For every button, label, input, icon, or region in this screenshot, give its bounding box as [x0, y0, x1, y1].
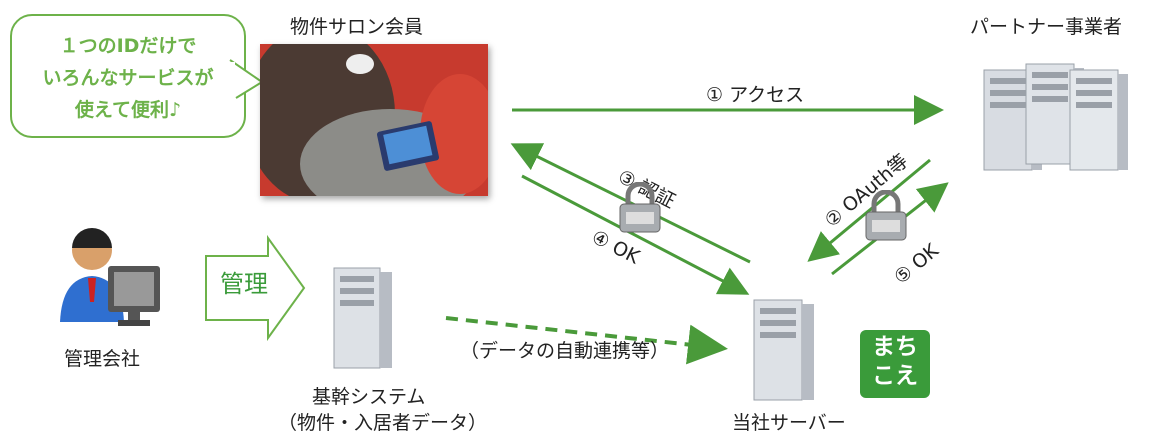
data-link-label: （データの自動連携等）: [460, 340, 670, 362]
speech-bubble: [10, 14, 246, 138]
oauth-arrow: [807, 158, 931, 262]
kanri-arrow-label: 管理: [220, 270, 268, 298]
badge-line-2: こえ: [872, 363, 918, 389]
lock-icon: [865, 190, 907, 241]
management-label: 管理会社: [64, 348, 141, 370]
partner-servers-icon: [983, 63, 1128, 171]
our-server-label: 当社サーバー: [732, 412, 846, 434]
bubble-line-1: １つのIDだけで: [59, 35, 197, 57]
partner-label: パートナー事業者: [970, 16, 1123, 38]
core-system-server-icon: [333, 267, 392, 369]
speech-bubble-text: １つのIDだけで いろんなサービスが 使えて便利♪: [12, 30, 244, 126]
ok4-arrow: [521, 174, 750, 295]
member-label: 物件サロン会員: [290, 16, 424, 38]
core-system-label: 基幹システム: [312, 386, 426, 408]
our-server-icon: [753, 299, 814, 401]
member-photo: [260, 44, 488, 196]
admin-user-icon: [60, 228, 160, 326]
data-link-arrow: [445, 316, 728, 365]
bubble-line-2: いろんなサービスが: [42, 67, 214, 89]
machikoe-logo: まち こえ: [860, 330, 930, 398]
badge-line-1: まち: [872, 334, 918, 360]
core-system-subtitle: （物件・入居者データ）: [278, 412, 488, 434]
bubble-line-3: 使えて便利♪: [74, 99, 182, 121]
lock-icon: [619, 182, 661, 233]
step-access-label: ① アクセス: [706, 84, 805, 106]
